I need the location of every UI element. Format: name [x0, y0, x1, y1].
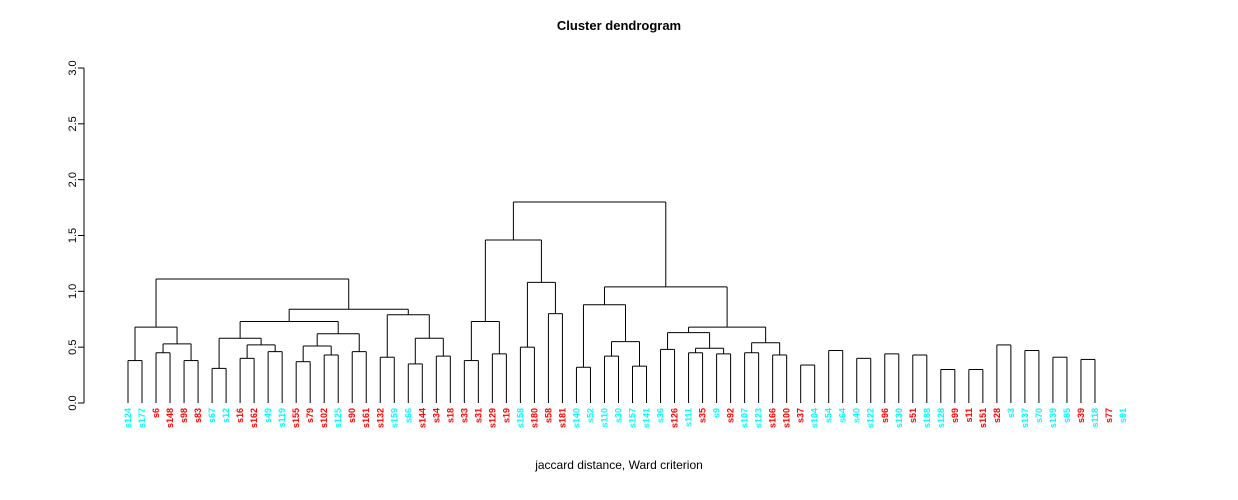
leaf-labels: s124 s177 s6 s148 s98 s83 s67 s12 s16 s162 s49 s119…	[123, 408, 1128, 428]
leaf-label: s64	[838, 408, 848, 423]
leaf-label: s67	[207, 408, 217, 423]
leaf-label: s30	[613, 408, 623, 423]
leaf-label: s124	[123, 408, 133, 428]
leaf-label: s58	[543, 408, 553, 423]
leaf-label: s91	[1118, 408, 1128, 423]
leaf-label: s188	[922, 408, 932, 428]
leaf-label: s6	[151, 408, 161, 418]
leaf-label: s130	[894, 408, 904, 428]
x-axis-label: jaccard distance, Ward criterion	[535, 458, 703, 472]
leaf-label: s129	[487, 408, 497, 428]
leaf-label: s49	[263, 408, 273, 423]
leaf-label: s128	[936, 408, 946, 428]
leaf-label: s77	[1104, 408, 1114, 423]
leaf-label: s19	[501, 408, 511, 423]
leaf-label: s3	[1006, 408, 1016, 418]
leaf-label: s31	[473, 408, 483, 423]
y-axis-tick-label: 2.0	[67, 172, 79, 187]
y-axis-tick-label: 0.0	[67, 395, 79, 410]
y-axis-tick-label: 2.5	[67, 116, 79, 131]
leaf-label: s54	[824, 408, 834, 423]
page-title: Cluster dendrogram	[556, 18, 682, 33]
leaf-label: s37	[796, 408, 806, 423]
leaf-label: s52	[585, 408, 595, 423]
leaf-label: s137	[1020, 408, 1030, 428]
leaf-label: s12	[221, 408, 231, 423]
leaf-label: s111	[684, 408, 694, 427]
leaf-label: s110	[599, 408, 609, 428]
leaf-label: s126	[670, 408, 680, 428]
leaf-label: s118	[1090, 408, 1100, 428]
leaf-label: s151	[978, 408, 988, 428]
leaf-label: s99	[950, 408, 960, 423]
leaf-label: s18	[445, 408, 455, 423]
leaf-label: s33	[459, 408, 469, 423]
leaf-label: s90	[347, 408, 357, 423]
leaf-label: s119	[277, 408, 287, 428]
leaf-label: s123	[754, 408, 764, 428]
leaf-label: s79	[305, 408, 315, 423]
y-axis-tick-label: 1.0	[67, 284, 79, 299]
leaf-label: s139	[1048, 408, 1058, 428]
leaf-label: s162	[249, 408, 259, 428]
leaf-label: s51	[908, 408, 918, 423]
leaf-label: s141	[642, 408, 652, 428]
leaf-label: s96	[880, 408, 890, 423]
y-axis-tick-label: 0.5	[67, 340, 79, 355]
leaf-label: s122	[866, 408, 876, 428]
leaf-label: s11	[964, 408, 974, 423]
leaf-label: s159	[389, 408, 399, 428]
leaf-label: s66	[403, 408, 413, 423]
leaf-label: s144	[417, 408, 427, 428]
leaf-label: s85	[1062, 408, 1072, 423]
leaf-label: s39	[1076, 408, 1086, 423]
leaf-label: s158	[515, 408, 525, 428]
leaf-label: s28	[992, 408, 1002, 423]
leaf-label: s83	[193, 408, 203, 423]
leaf-label: s104	[810, 408, 820, 428]
y-axis-tick-label: 1.5	[67, 228, 79, 243]
leaf-label: s155	[291, 408, 301, 428]
y-axis-tick-label: 3.0	[67, 60, 79, 75]
leaf-label: s148	[165, 408, 175, 428]
leaf-label: s34	[431, 408, 441, 423]
y-axis: 0.0 0.5 1.0 1.5 2.0 2.5 3.0	[67, 60, 85, 411]
leaf-label: s181	[557, 408, 567, 428]
leaf-label: s157	[628, 408, 638, 428]
leaf-label: s98	[179, 408, 189, 423]
leaf-label: s36	[656, 408, 666, 423]
leaf-label: s40	[852, 408, 862, 423]
leaf-label: s102	[319, 408, 329, 428]
leaf-label: s125	[333, 408, 343, 428]
dendrogram-branches	[127, 201, 1096, 403]
leaf-label: s70	[1034, 408, 1044, 423]
leaf-label: s35	[698, 408, 708, 423]
leaf-label: s132	[375, 408, 385, 428]
leaf-label: s100	[782, 408, 792, 428]
leaf-label: s107	[740, 408, 750, 428]
leaf-label: s140	[571, 408, 581, 428]
leaf-label: s16	[235, 408, 245, 423]
leaf-label: s166	[768, 408, 778, 428]
leaf-label: s177	[137, 408, 147, 428]
leaf-label: s161	[361, 408, 371, 428]
leaf-label: s92	[726, 408, 736, 423]
leaf-label: s9	[712, 408, 722, 418]
leaf-label: s180	[529, 408, 539, 428]
